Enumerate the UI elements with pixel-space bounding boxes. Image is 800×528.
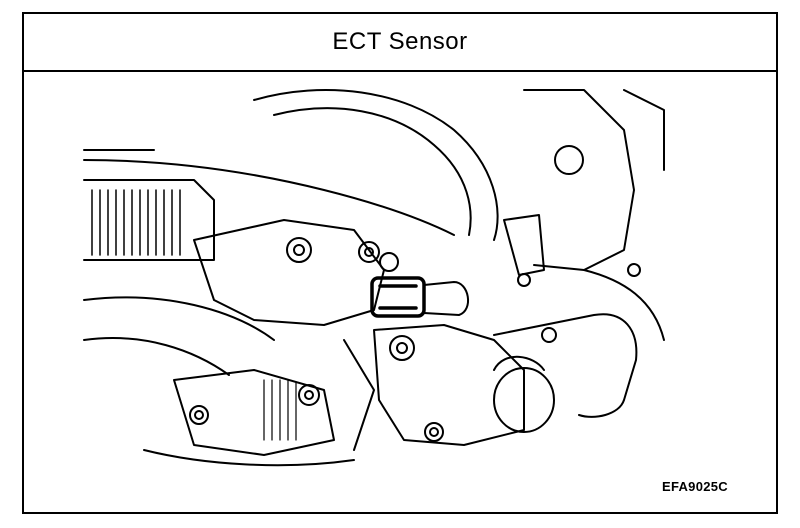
- figure-code: EFA9025C: [662, 479, 728, 494]
- figure-frame: ECT Sensor: [22, 12, 778, 514]
- figure-title: ECT Sensor: [332, 28, 468, 55]
- title-bar: ECT Sensor: [24, 14, 776, 72]
- engine-illustration: [24, 70, 776, 512]
